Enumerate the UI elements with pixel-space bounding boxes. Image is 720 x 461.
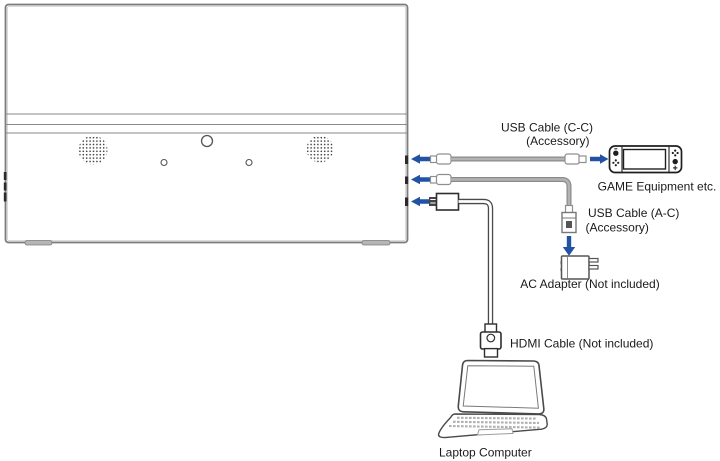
usb-cc-label-line2: (Accessory) (526, 134, 589, 148)
hdmi-plug-icon (479, 323, 502, 358)
usb-cc-label-line1: USB Cable (C-C) (501, 121, 593, 135)
speaker-grille-right-icon (306, 135, 334, 163)
screw-hole-left-icon (160, 158, 168, 167)
screw-hole-right-icon (245, 158, 253, 167)
usb-ac-label-line2: (Accessory) (586, 221, 649, 235)
usb-cable-cc-illustration (411, 153, 609, 165)
side-buttons-icon (3, 172, 7, 202)
monitor-foot-right (361, 240, 391, 246)
usb-c-connector-icon (429, 153, 452, 165)
arrow-right-icon (590, 154, 609, 164)
mount-hole-icon (200, 134, 214, 148)
usb-a-connector-icon (561, 204, 577, 234)
usb-c-connector-icon (429, 173, 452, 186)
usb-ac-label-line1: USB Cable (A-C) (588, 206, 679, 220)
arrow-down-icon (562, 236, 576, 256)
keyboard-icon (448, 416, 541, 429)
hdmi-cable-illustration (411, 192, 502, 358)
side-ports-icon (405, 155, 409, 206)
laptop-icon (437, 359, 548, 439)
monitor-foot-left (24, 240, 53, 246)
hdmi-cable-label: HDMI Cable (Not included) (510, 337, 653, 351)
usb-cable-ac-illustration (411, 173, 599, 280)
ac-adapter-icon (560, 255, 599, 280)
speaker-grille-left-icon (78, 135, 108, 165)
arrow-left-icon (411, 154, 431, 164)
trackpad-icon (476, 428, 514, 436)
laptop-label: Laptop Computer (439, 446, 532, 460)
hdmi-connector-icon (429, 192, 460, 211)
game-console-icon (608, 145, 683, 174)
ac-adapter-label: AC Adapter (Not included) (520, 277, 659, 291)
arrow-left-icon (411, 174, 431, 185)
monitor-rear-illustration (3, 3, 409, 246)
arrow-left-icon (411, 196, 430, 207)
game-equipment-label: GAME Equipment etc. (598, 180, 717, 194)
usb-c-connector-icon (564, 153, 587, 165)
